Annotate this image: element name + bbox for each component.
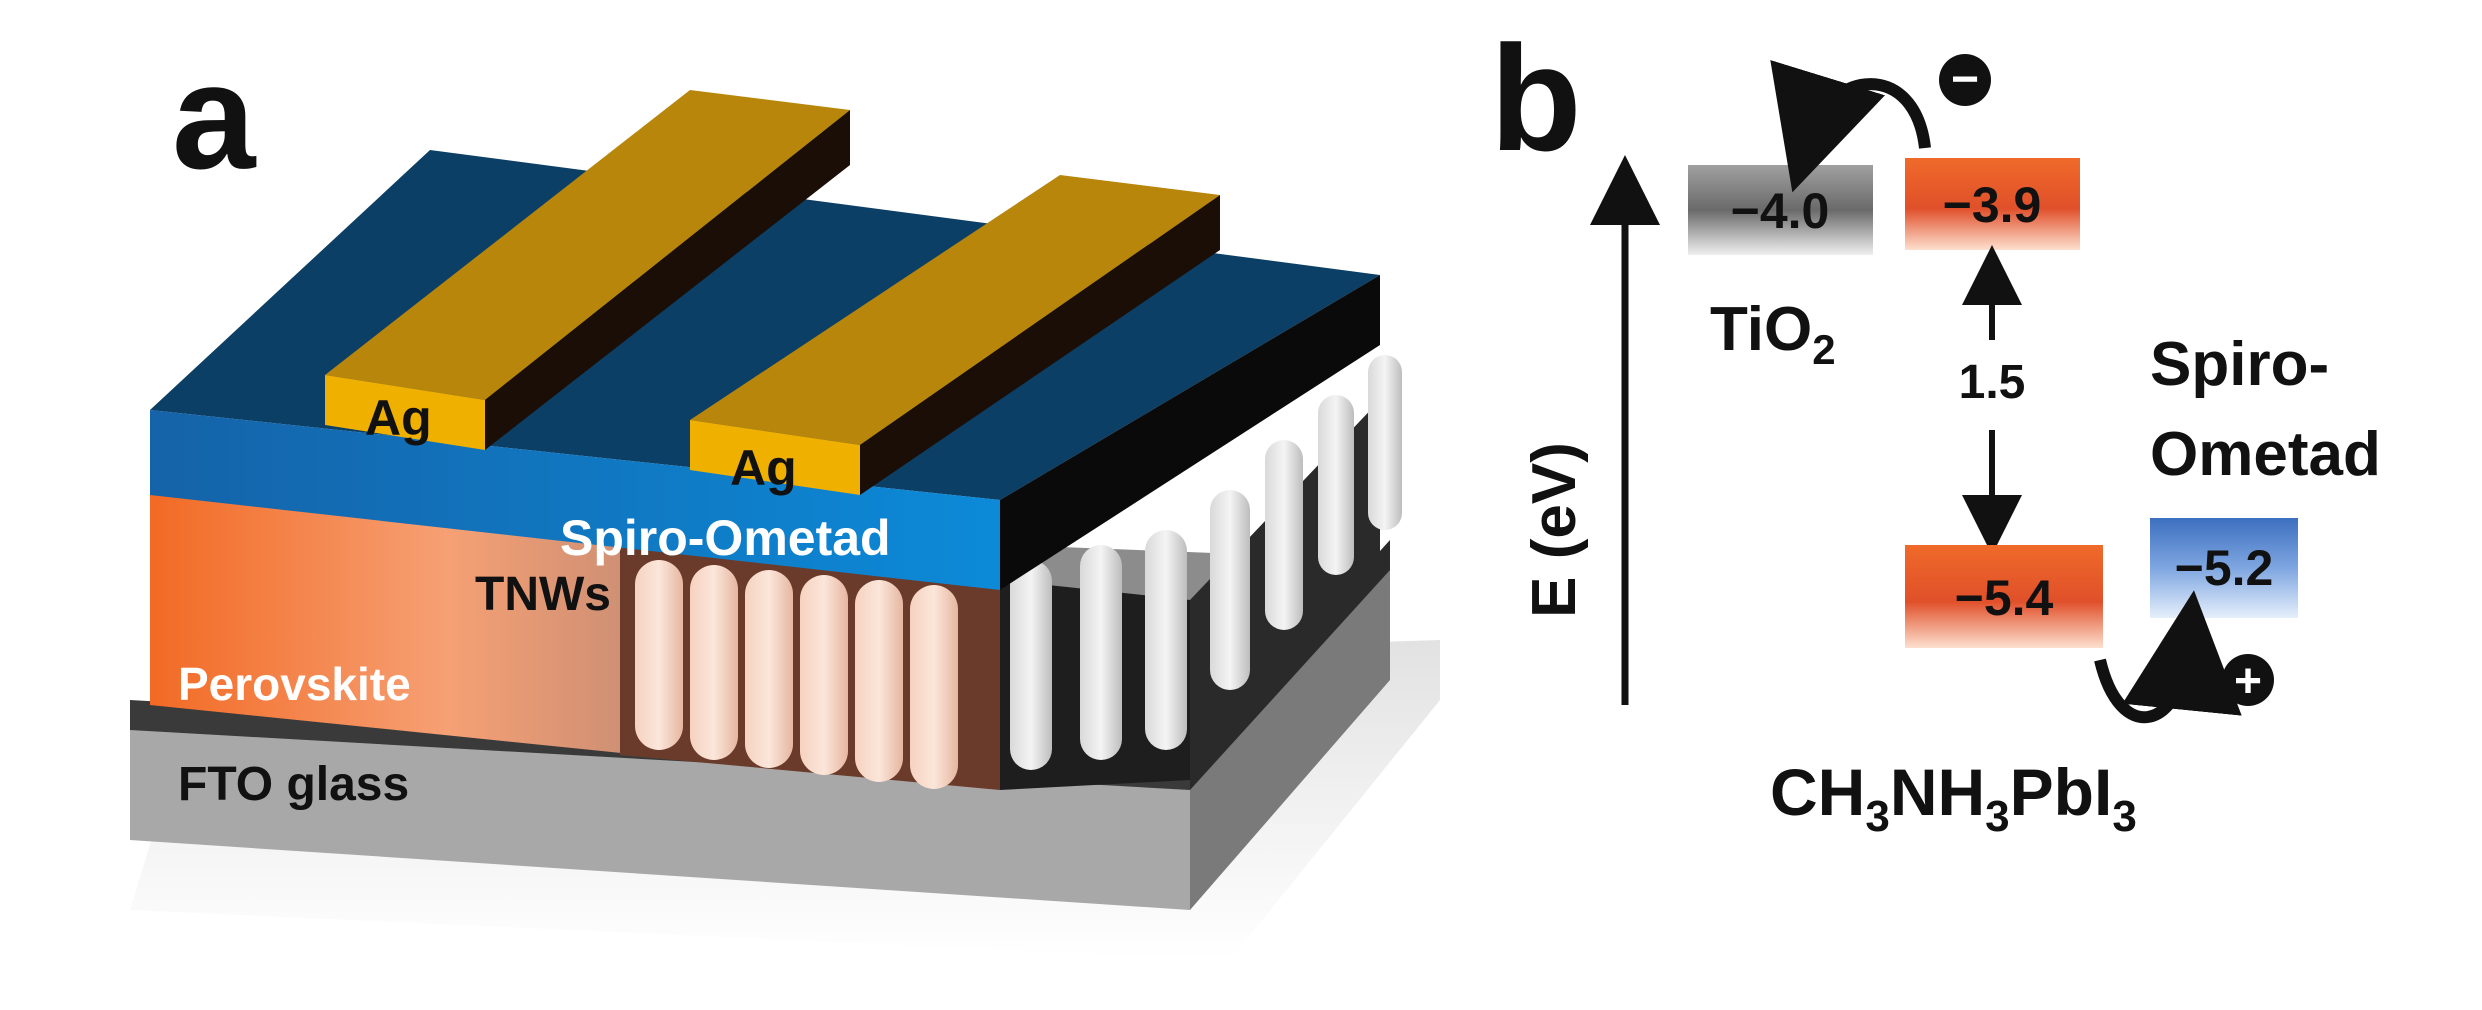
spiro-label-line1: Spiro- (2150, 330, 2329, 399)
spiro-label-line2: Ometad (2150, 420, 2381, 489)
electron-transfer-arrow (1770, 59, 1931, 193)
hole-icon (2222, 654, 2274, 706)
svg-text:−: − (1951, 53, 1979, 106)
nanowire-array-filled (620, 540, 1000, 790)
spiro-ometad-label: Spiro-Ometad (560, 510, 891, 566)
perovskite-layer (150, 490, 690, 760)
svg-text:+: + (2234, 655, 2262, 708)
panel-a: a (130, 32, 1440, 960)
perovskite-cb-box (1905, 158, 2080, 250)
perovskite-formula: CH3NH3PbI3 (1770, 755, 2137, 841)
silver-electrode-left (325, 90, 850, 450)
panel-a-letter: a (172, 32, 257, 200)
perovskite-vb-box (1905, 545, 2103, 648)
fto-glass-label: FTO glass (178, 758, 409, 811)
panel-b-letter: b (1490, 14, 1582, 182)
nanowire-array-bare (1000, 355, 1402, 790)
tio2-label: TiO2 (1710, 295, 1836, 373)
tio2-level-value: −4.0 (1731, 183, 1830, 239)
energy-axis-label: E (eV) (1520, 442, 1589, 618)
tnws-label: TNWs (475, 568, 611, 621)
ag-label-left: Ag (365, 390, 432, 446)
silver-electrode-right (690, 175, 1220, 495)
perovskite-cb-value: −3.9 (1943, 177, 2042, 233)
panel-b: b E (eV) −4.0 TiO2 −3.9 − 1.5 −5.4 −5.2 … (1490, 14, 2381, 841)
spiro-level-value: −5.2 (2175, 540, 2274, 596)
perovskite-label: Perovskite (178, 658, 411, 710)
perovskite-vb-value: −5.4 (1955, 570, 2054, 626)
ag-label-right: Ag (730, 440, 797, 496)
electron-icon (1939, 54, 1991, 106)
hole-transfer-arrow (2094, 590, 2242, 724)
bandgap-value: 1.5 (1959, 356, 2026, 409)
